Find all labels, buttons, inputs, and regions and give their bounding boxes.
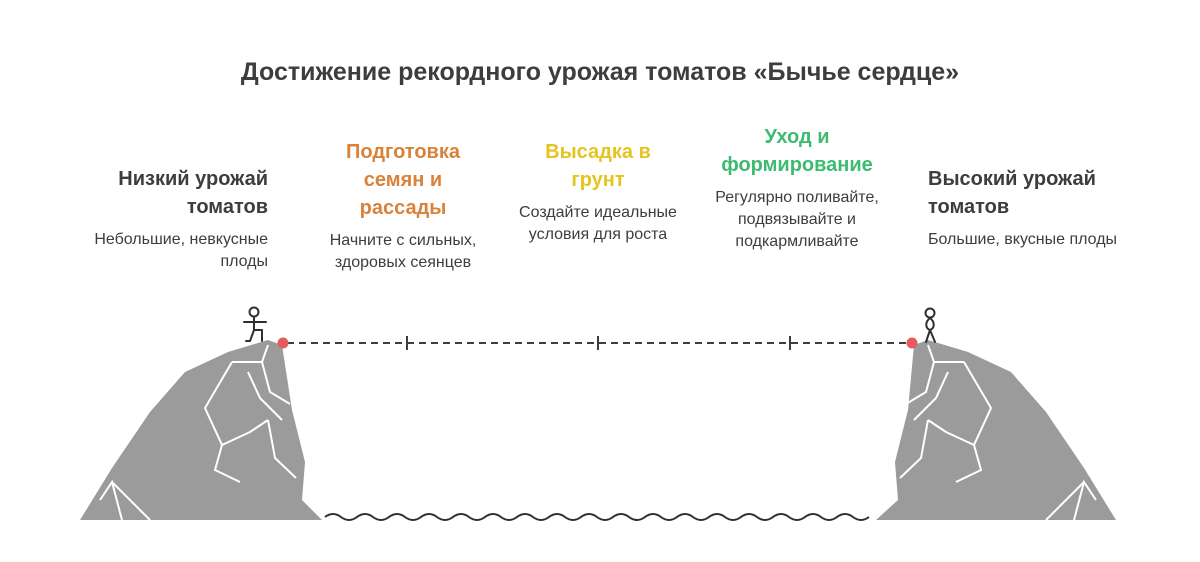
- start-marker: [277, 337, 289, 349]
- end-marker: [906, 337, 918, 349]
- start-block: Низкий урожай томатов Небольшие, невкусн…: [70, 165, 268, 273]
- walking-person-icon: [243, 306, 267, 342]
- start-description: Небольшие, невкусные плоды: [94, 231, 268, 270]
- standing-person-icon: [924, 307, 936, 343]
- end-description: Большие, вкусные плоды: [928, 231, 1118, 248]
- stage-2-heading: Высадка в грунт: [545, 141, 651, 191]
- start-heading: Низкий урожай томатов: [118, 168, 268, 218]
- stage-2-block: Высадка в грунт Создайте идеальные услов…: [518, 138, 678, 246]
- left-cliff: [80, 340, 322, 521]
- stage-3-block: Уход и формирование Регулярно поливайте,…: [703, 123, 891, 253]
- end-block: Высокий урожай томатов Большие, вкусные …: [928, 165, 1128, 251]
- progress-line: [287, 336, 908, 350]
- stage-1-heading: Подготовка семян и рассады: [346, 141, 460, 219]
- stage-3-heading: Уход и формирование: [721, 126, 873, 176]
- stage-3-description: Регулярно поливайте, подвязывайте и подк…: [715, 189, 879, 250]
- stage-1-block: Подготовка семян и рассады Начните с сил…: [318, 138, 488, 274]
- stage-2-description: Создайте идеальные условия для роста: [519, 204, 677, 243]
- page-title: Достижение рекордного урожая томатов «Бы…: [240, 58, 960, 86]
- stage-1-description: Начните с сильных, здоровых сеянцев: [329, 232, 477, 271]
- water-waves: [324, 513, 870, 521]
- right-cliff: [876, 340, 1116, 521]
- end-heading: Высокий урожай томатов: [928, 168, 1096, 218]
